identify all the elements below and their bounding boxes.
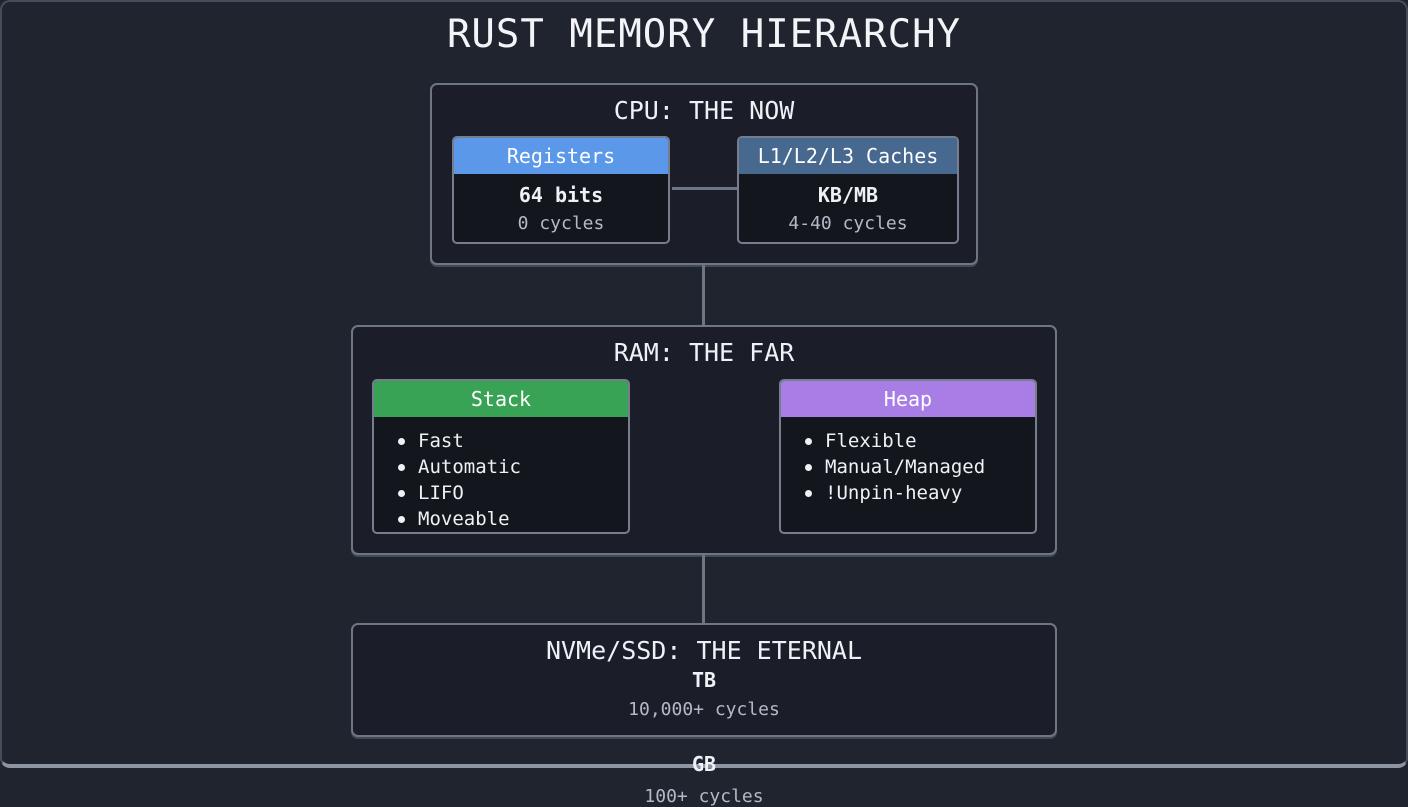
ram-size: GB xyxy=(691,752,717,776)
connector-registers-caches xyxy=(672,187,738,190)
registers-size: 64 bits xyxy=(518,183,604,207)
heap-list: Flexible Manual/Managed !Unpin-heavy xyxy=(781,417,1035,506)
list-item: Manual/Managed xyxy=(805,454,1035,480)
stack-list: Fast Automatic LIFO Moveable xyxy=(374,417,628,532)
storage-latency: 10,000+ cycles xyxy=(628,699,780,720)
caches-size: KB/MB xyxy=(817,183,879,207)
bullet-icon xyxy=(398,489,405,497)
registers-node: Registers 64 bits 0 cycles xyxy=(452,136,670,244)
storage-size: TB xyxy=(691,668,717,692)
list-item-label: LIFO xyxy=(418,482,464,504)
heap-header: Heap xyxy=(781,381,1035,417)
bullet-icon xyxy=(805,463,812,471)
bullet-icon xyxy=(805,489,812,497)
list-item-label: Manual/Managed xyxy=(825,456,986,478)
connector-ram-storage xyxy=(702,554,705,624)
storage-box: NVMe/SSD: THE ETERNAL TB 10,000+ cycles xyxy=(351,623,1057,737)
bullet-icon xyxy=(398,515,405,523)
connector-cpu-ram xyxy=(702,264,705,326)
storage-title: NVMe/SSD: THE ETERNAL xyxy=(545,636,863,665)
page-title: RUST MEMORY HIERARCHY xyxy=(446,12,962,57)
ram-mid-info: GB 100+ cycles xyxy=(353,752,1055,807)
caches-node: L1/L2/L3 Caches KB/MB 4-40 cycles xyxy=(737,136,959,244)
list-item-label: Automatic xyxy=(418,456,521,478)
bullet-icon xyxy=(805,437,812,445)
list-item: Fast xyxy=(398,428,628,454)
list-item-label: Fast xyxy=(418,430,464,452)
ram-box: RAM: THE FAR Stack Fast Automatic LIFO M… xyxy=(351,325,1057,807)
list-item: LIFO xyxy=(398,480,628,506)
heap-node: Heap Flexible Manual/Managed !Unpin-heav… xyxy=(779,379,1037,534)
registers-header: Registers xyxy=(454,138,668,174)
list-item: Flexible xyxy=(805,428,1035,454)
cpu-box: CPU: THE NOW Registers 64 bits 0 cycles … xyxy=(430,83,978,265)
stack-node: Stack Fast Automatic LIFO Moveable xyxy=(372,379,630,534)
registers-latency: 0 cycles xyxy=(517,213,605,234)
caches-latency: 4-40 cycles xyxy=(788,213,908,234)
list-item: Automatic xyxy=(398,454,628,480)
list-item-label: Flexible xyxy=(825,430,917,452)
bullet-icon xyxy=(398,437,405,445)
list-item-label: !Unpin-heavy xyxy=(825,482,963,504)
bullet-icon xyxy=(398,463,405,471)
ram-title: RAM: THE FAR xyxy=(613,338,795,367)
list-item-label: Moveable xyxy=(418,508,510,530)
stack-header: Stack xyxy=(374,381,628,417)
caches-header: L1/L2/L3 Caches xyxy=(739,138,957,174)
ram-latency: 100+ cycles xyxy=(644,786,764,807)
list-item: !Unpin-heavy xyxy=(805,480,1035,506)
cpu-title: CPU: THE NOW xyxy=(613,96,795,125)
list-item: Moveable xyxy=(398,506,628,532)
